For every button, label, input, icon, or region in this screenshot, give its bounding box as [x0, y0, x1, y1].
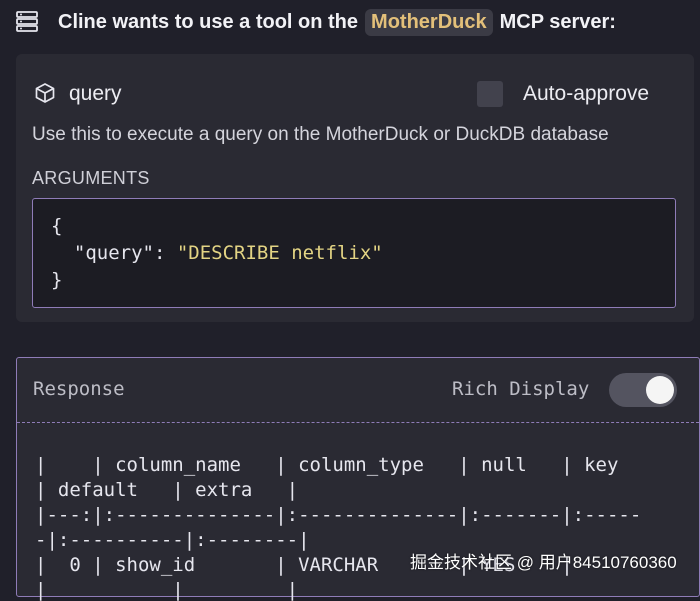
server-icon — [16, 11, 38, 32]
rich-display-label: Rich Display — [452, 378, 590, 400]
rich-display-toggle[interactable] — [609, 373, 677, 407]
watermark: 掘金技术社区 @ 用户84510760360 — [410, 553, 677, 572]
tool-description: Use this to execute a query on the Mothe… — [32, 124, 609, 145]
response-line: | | column_name | column_type | null | k… — [35, 454, 619, 476]
response-line: | default | extra | — [35, 479, 299, 501]
title-prefix: Cline wants to use a tool on the — [58, 10, 359, 33]
response-line: | 0 | show_id | VARCHAR | YES | — [35, 554, 573, 576]
server-name-badge: MotherDuck — [365, 8, 493, 36]
auto-approve-checkbox[interactable] — [477, 81, 503, 107]
tool-card: query Auto-approve Use this to execute a… — [16, 54, 694, 322]
toggle-knob — [646, 376, 674, 404]
approval-header: Cline wants to use a tool on the MotherD… — [0, 0, 700, 44]
response-line: -|:----------|:--------| — [35, 529, 310, 551]
response-panel: Response Rich Display | | column_name | … — [16, 357, 700, 601]
divider — [17, 422, 699, 423]
response-label: Response — [33, 378, 125, 400]
code-query-line: "query": "DESCRIBE netflix" — [51, 242, 383, 264]
cube-icon — [35, 83, 55, 103]
arguments-code-block: { "query": "DESCRIBE netflix" } — [32, 198, 676, 308]
code-close-brace: } — [51, 269, 63, 291]
arguments-label: ARGUMENTS — [32, 168, 150, 188]
response-line: | | | — [35, 579, 299, 601]
code-open-brace: { — [51, 215, 63, 237]
auto-approve-label[interactable]: Auto-approve — [523, 82, 650, 105]
tool-name: query — [69, 82, 122, 105]
response-line: |---:|:--------------|:--------------|:-… — [35, 504, 642, 526]
title-suffix: MCP server: — [499, 10, 616, 33]
code-value: "DESCRIBE netflix" — [176, 242, 383, 264]
code-key: "query": — [51, 242, 177, 264]
page-title: Cline wants to use a tool on the MotherD… — [58, 6, 616, 38]
